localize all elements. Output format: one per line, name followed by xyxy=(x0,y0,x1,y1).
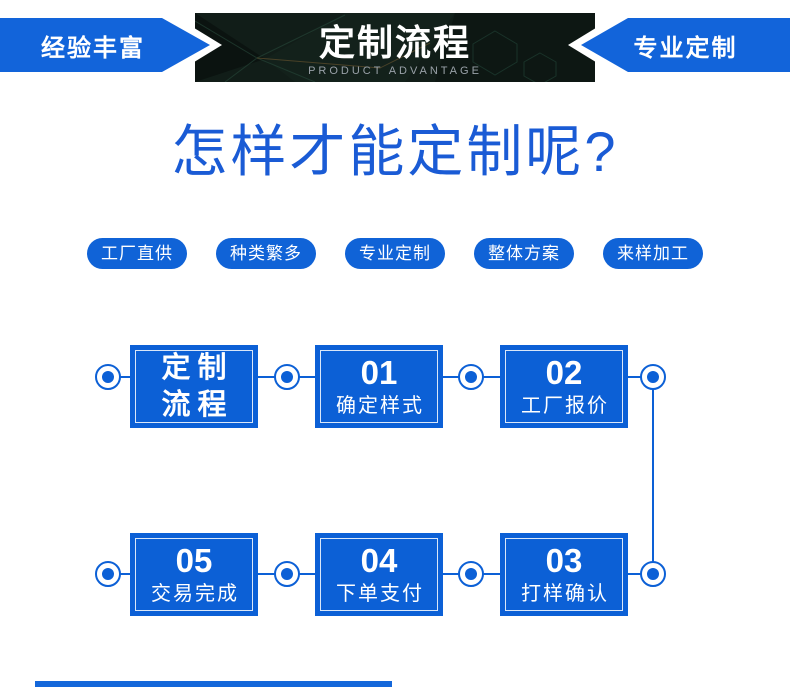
banner-subtitle: PRODUCT ADVANTAGE xyxy=(308,65,482,77)
flow-step-01: 01 确定样式 xyxy=(315,345,443,428)
pill-professional-custom: 专业定制 xyxy=(345,238,445,269)
step-number: 04 xyxy=(360,541,398,579)
page-title: 怎样才能定制呢? xyxy=(171,120,619,183)
banner-dark-panel: 定制流程 PRODUCT ADVANTAGE xyxy=(195,13,595,82)
flow-node xyxy=(274,561,300,587)
flow-step-04: 04 下单支付 xyxy=(315,533,443,616)
banner-title: 定制流程 xyxy=(318,22,471,63)
flow-node xyxy=(95,561,121,587)
step-number: 02 xyxy=(545,353,583,391)
flow-start-line2: 流程 xyxy=(161,388,234,421)
flow-start-box: 定制 流程 xyxy=(130,345,258,428)
step-label: 打样确认 xyxy=(521,582,609,605)
flow-step-03: 03 打样确认 xyxy=(500,533,628,616)
pill-sample-processing: 来样加工 xyxy=(603,238,703,269)
connector-line-vertical xyxy=(652,377,654,574)
step-label: 确定样式 xyxy=(336,394,424,417)
flow-start-line1: 定制 xyxy=(161,351,234,384)
feature-pills: 工厂直供 种类繁多 专业定制 整体方案 来样加工 xyxy=(0,238,790,269)
next-section-edge xyxy=(35,681,392,687)
pill-factory-direct: 工厂直供 xyxy=(87,238,187,269)
flow-node xyxy=(640,561,666,587)
step-label: 交易完成 xyxy=(151,582,239,605)
flow-node xyxy=(274,364,300,390)
flow-node xyxy=(458,364,484,390)
left-ribbon-label: 经验丰富 xyxy=(41,34,145,62)
banner-texture xyxy=(195,13,595,82)
right-ribbon: 专业定制 xyxy=(581,18,790,72)
step-number: 05 xyxy=(175,541,213,579)
pill-overall-solution: 整体方案 xyxy=(474,238,574,269)
step-label: 工厂报价 xyxy=(521,394,609,417)
flow-node xyxy=(458,561,484,587)
pill-many-varieties: 种类繁多 xyxy=(216,238,316,269)
step-number: 01 xyxy=(360,353,398,391)
right-ribbon-label: 专业定制 xyxy=(633,34,738,62)
flow-node xyxy=(95,364,121,390)
flow-step-05: 05 交易完成 xyxy=(130,533,258,616)
step-number: 03 xyxy=(545,541,583,579)
flow-node xyxy=(640,364,666,390)
left-ribbon: 经验丰富 xyxy=(0,18,210,72)
step-label: 下单支付 xyxy=(336,582,424,605)
flow-step-02: 02 工厂报价 xyxy=(500,345,628,428)
